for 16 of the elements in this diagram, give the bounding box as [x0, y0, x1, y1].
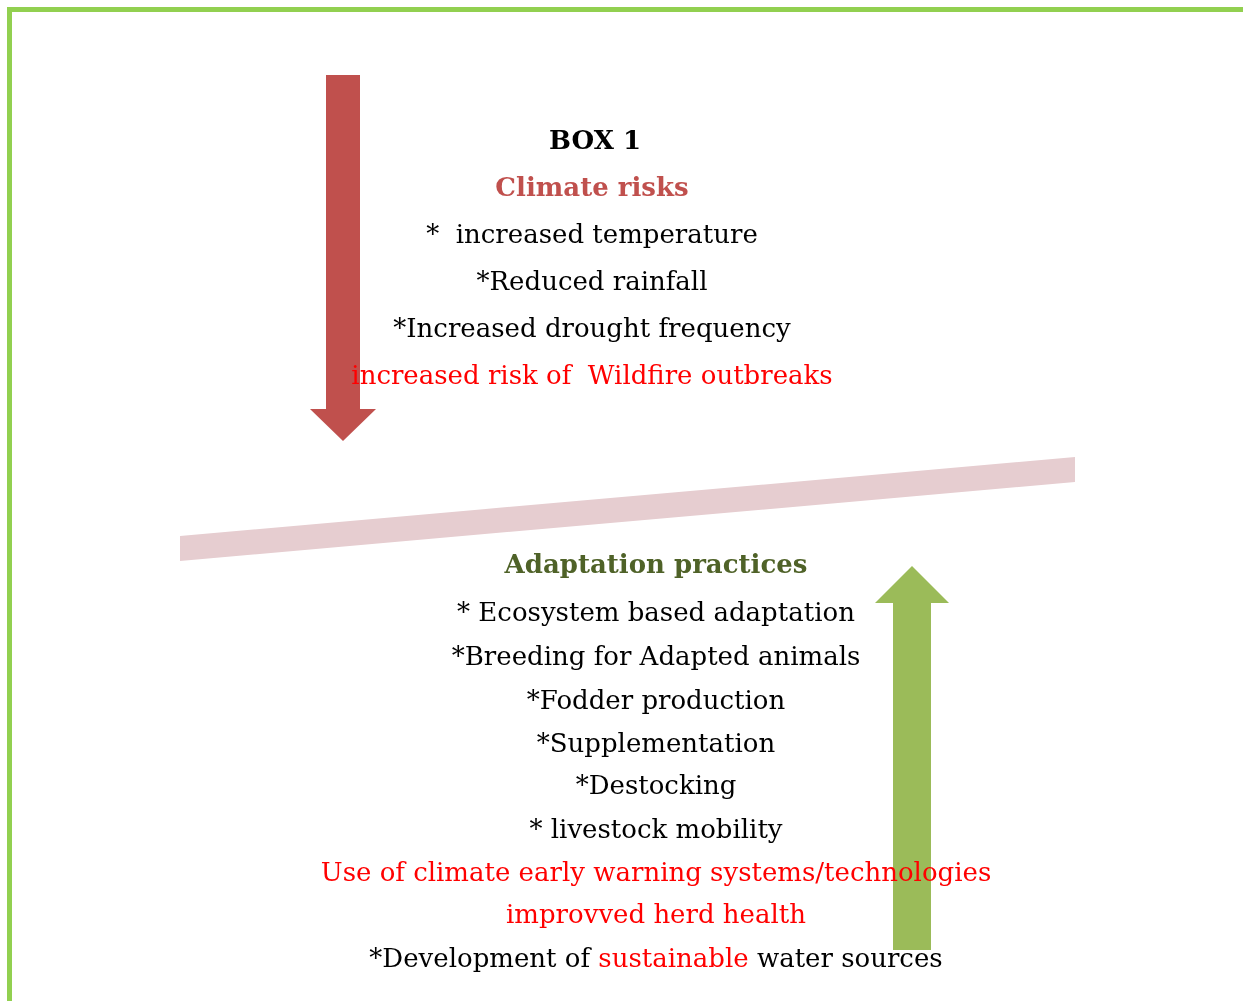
list-item-text: water sources	[756, 943, 943, 973]
list-item: *Reduced rainfall	[476, 265, 708, 297]
list-item: *Fodder production	[526, 684, 786, 716]
list-item: *Destocking	[575, 769, 737, 801]
list-item: *Supplementation	[536, 727, 776, 759]
list-item: *Breeding for Adapted animals	[451, 640, 861, 672]
heading: Climate risks	[495, 171, 689, 203]
heading: Adaptation practices	[504, 548, 808, 580]
list-item: * livestock mobility	[529, 813, 783, 845]
list-item-text: sustainable	[598, 943, 749, 973]
list-item-text: *Development of	[369, 943, 591, 973]
title: BOX 1	[549, 124, 641, 156]
list-item: improvved herd health	[506, 898, 806, 930]
list-item: * increased temperature	[426, 218, 758, 250]
list-item: *Increased drought frequency	[393, 312, 791, 344]
list-item: * Ecosystem based adaptation	[457, 596, 855, 628]
